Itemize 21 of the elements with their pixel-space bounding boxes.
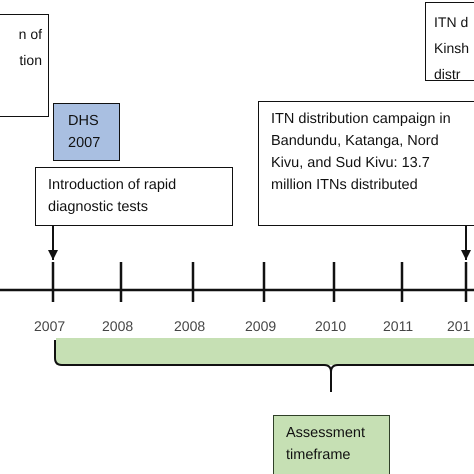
event-text: ITN d Kinsh distr: [434, 13, 470, 84]
year-label: 201: [447, 318, 470, 334]
event-text: ITN distribution campaign in Bandundu, Katanga, Nord Kivu, and Sud Kivu: 13.7 million ITNs distributed: [271, 110, 452, 195]
event-text: DHS 2007: [68, 112, 102, 153]
event-box: [258, 101, 474, 226]
arrow: [461, 226, 471, 260]
event-text: n of tion: [18, 25, 42, 70]
event-box: [0, 14, 49, 117]
event-text: Assessment timeframe: [286, 424, 366, 465]
year-label: 2009: [245, 318, 276, 334]
year-label: 2010: [315, 318, 346, 334]
event-text: Introduction of rapid diagnostic tests: [48, 176, 178, 217]
year-label: 2007: [34, 318, 66, 334]
year-label: 2008: [174, 318, 206, 334]
year-label: 2008: [102, 318, 134, 334]
arrow: [48, 226, 58, 260]
year-label: 2011: [383, 318, 414, 334]
event-box: [425, 2, 474, 81]
event-box: [35, 167, 233, 226]
survey-box: [53, 103, 120, 161]
timeframe-box: [273, 415, 390, 474]
